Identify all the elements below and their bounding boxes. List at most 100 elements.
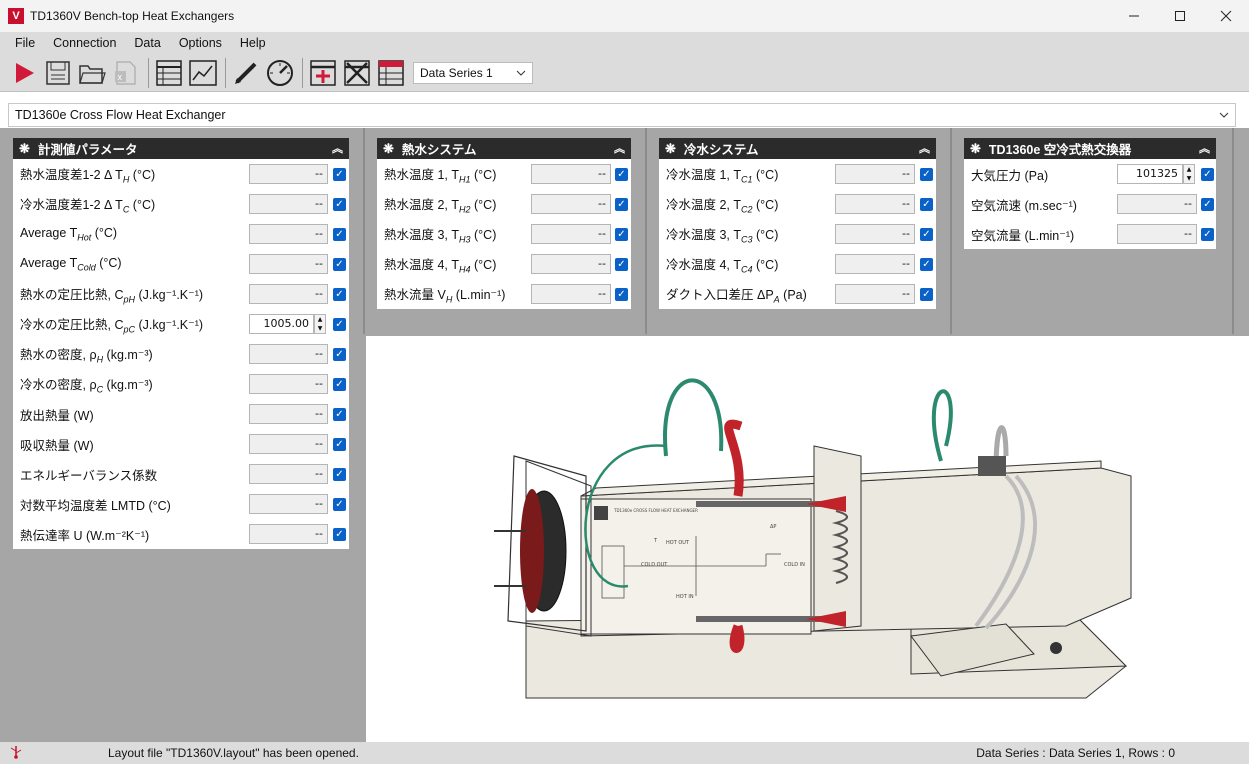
parameter-value: --	[249, 464, 328, 484]
menu-connection[interactable]: Connection	[53, 36, 117, 50]
delete-series-button[interactable]	[341, 57, 373, 89]
panel-header: ❋ 冷水システム ︽	[659, 138, 936, 159]
parameter-label: 熱伝達率 U (W.m⁻²K⁻¹)	[20, 528, 150, 543]
gear-icon[interactable]: ❋	[665, 140, 676, 156]
divider	[950, 128, 952, 334]
save-button[interactable]	[42, 57, 74, 89]
heat-exchanger-illustration: T HOT OUT COLD OUT COLD IN HOT IN ΔP TD1…	[494, 378, 1132, 699]
edit-button[interactable]	[230, 57, 262, 89]
collapse-icon[interactable]: ︽	[1199, 143, 1210, 155]
log-checkbox[interactable]: ✓	[615, 257, 628, 271]
close-button[interactable]	[1203, 0, 1249, 32]
parameter-row: 熱水温度 3, TH3 (°C)--✓	[377, 219, 631, 249]
parameter-label: ダクト入口差圧 ΔPA (Pa)	[666, 287, 807, 305]
table-view-button[interactable]	[153, 57, 185, 89]
log-checkbox[interactable]: ✓	[333, 317, 346, 331]
divider	[363, 128, 365, 334]
td-logo-icon	[594, 506, 608, 520]
cold-rows: 冷水温度 1, TC1 (°C)--✓冷水温度 2, TC2 (°C)--✓冷水…	[659, 159, 936, 309]
device-dropdown-value: TD1360e Cross Flow Heat Exchanger	[15, 108, 226, 122]
export-excel-button[interactable]: x	[110, 57, 142, 89]
parameter-input[interactable]: 101325	[1117, 164, 1183, 184]
parameter-row: 熱水の定圧比熱, CpH (J.kg⁻¹.K⁻¹)--✓	[13, 279, 349, 309]
log-checkbox[interactable]: ✓	[1201, 197, 1214, 211]
series-table-button[interactable]	[375, 57, 407, 89]
parameter-value: --	[531, 194, 611, 214]
log-checkbox[interactable]: ✓	[920, 167, 933, 181]
log-checkbox[interactable]: ✓	[333, 527, 346, 541]
log-checkbox[interactable]: ✓	[333, 197, 346, 211]
parameter-input[interactable]: 1005.00	[249, 314, 314, 334]
log-checkbox[interactable]: ✓	[333, 497, 346, 511]
log-checkbox[interactable]: ✓	[333, 377, 346, 391]
toolbar-separator	[148, 57, 149, 88]
panel-title: 冷水システム	[683, 143, 759, 157]
log-checkbox[interactable]: ✓	[333, 287, 346, 301]
log-checkbox[interactable]: ✓	[920, 197, 933, 211]
apparatus-diagram: T HOT OUT COLD OUT COLD IN HOT IN ΔP TD1…	[366, 336, 1249, 742]
spinner-icon[interactable]: ▲▼	[314, 314, 326, 334]
gear-icon[interactable]: ❋	[970, 140, 981, 156]
chevron-down-icon	[516, 70, 526, 76]
log-checkbox[interactable]: ✓	[615, 197, 628, 211]
maximize-button[interactable]	[1157, 0, 1203, 32]
log-checkbox[interactable]: ✓	[333, 467, 346, 481]
menu-file[interactable]: File	[15, 36, 36, 50]
data-series-value: Data Series 1	[420, 65, 493, 80]
parameter-value: --	[531, 224, 611, 244]
parameter-value: --	[249, 494, 328, 514]
gear-icon[interactable]: ❋	[19, 140, 30, 156]
collapse-icon[interactable]: ︽	[332, 143, 343, 155]
log-checkbox[interactable]: ✓	[920, 257, 933, 271]
parameter-row: 熱伝達率 U (W.m⁻²K⁻¹)--✓	[13, 519, 349, 549]
parameter-value: --	[531, 254, 611, 274]
log-checkbox[interactable]: ✓	[615, 167, 628, 181]
parameter-label: 熱水の密度, ρH (kg.m⁻³)	[20, 347, 153, 365]
parameter-row: 大気圧力 (Pa)101325▲▼✓	[964, 159, 1216, 189]
collapse-icon[interactable]: ︽	[614, 143, 625, 155]
spinner-icon[interactable]: ▲▼	[1183, 164, 1195, 184]
log-checkbox[interactable]: ✓	[920, 227, 933, 241]
parameter-value: --	[835, 194, 915, 214]
parameter-label: 対数平均温度差 LMTD (°C)	[20, 498, 171, 513]
log-checkbox[interactable]: ✓	[333, 257, 346, 271]
parameter-label: 冷水の定圧比熱, CpC (J.kg⁻¹.K⁻¹)	[20, 317, 204, 335]
log-checkbox[interactable]: ✓	[920, 287, 933, 301]
device-dropdown[interactable]: TD1360e Cross Flow Heat Exchanger	[8, 103, 1236, 127]
add-series-button[interactable]	[307, 57, 339, 89]
graph-view-button[interactable]	[187, 57, 219, 89]
parameter-row: 熱水の密度, ρH (kg.m⁻³)--✓	[13, 339, 349, 369]
chevron-down-icon	[1219, 112, 1229, 118]
run-button[interactable]	[8, 57, 40, 89]
log-checkbox[interactable]: ✓	[615, 227, 628, 241]
log-checkbox[interactable]: ✓	[333, 167, 346, 181]
collapse-icon[interactable]: ︽	[919, 143, 930, 155]
gear-icon[interactable]: ❋	[383, 140, 394, 156]
panel-air-heat-exchanger: ❋ TD1360e 空冷式熱交換器 ︽ 大気圧力 (Pa)101325▲▼✓空気…	[964, 138, 1216, 249]
toolbar-separator	[302, 57, 303, 88]
log-checkbox[interactable]: ✓	[1201, 167, 1214, 181]
schematic-label: COLD OUT	[641, 562, 668, 568]
open-button[interactable]	[76, 57, 108, 89]
plate-title: TD1360e CROSS FLOW HEAT EXCHANGER	[613, 508, 698, 513]
menu-help[interactable]: Help	[239, 36, 266, 50]
minimize-icon	[1129, 15, 1139, 17]
menu-data[interactable]: Data	[134, 36, 161, 50]
parameter-row: ダクト入口差圧 ΔPA (Pa)--✓	[659, 279, 936, 309]
parameter-value: --	[249, 374, 328, 394]
log-checkbox[interactable]: ✓	[615, 287, 628, 301]
menu-options[interactable]: Options	[178, 36, 222, 50]
parameter-value: --	[835, 164, 915, 184]
log-checkbox[interactable]: ✓	[333, 437, 346, 451]
schematic-label: COLD IN	[784, 562, 805, 568]
log-checkbox[interactable]: ✓	[333, 407, 346, 421]
data-series-dropdown[interactable]: Data Series 1	[413, 61, 533, 84]
minimize-button[interactable]	[1111, 0, 1157, 32]
parameter-row: 空気流速 (m.sec⁻¹)--✓	[964, 189, 1216, 219]
log-checkbox[interactable]: ✓	[333, 227, 346, 241]
schematic-label: ΔP	[770, 524, 776, 530]
sample-timer-button[interactable]	[264, 57, 296, 89]
log-checkbox[interactable]: ✓	[333, 347, 346, 361]
parameter-row: 熱水温度 2, TH2 (°C)--✓	[377, 189, 631, 219]
log-checkbox[interactable]: ✓	[1201, 227, 1214, 241]
